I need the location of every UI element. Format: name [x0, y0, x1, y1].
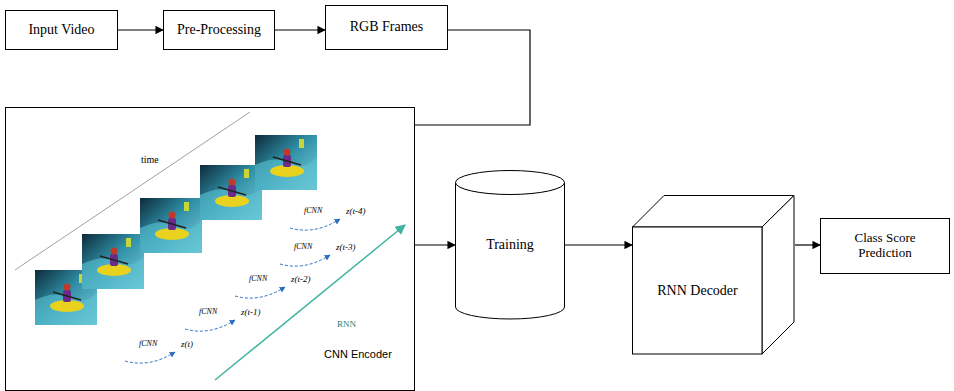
- function-label: fCNN: [293, 243, 313, 251]
- feature-label: z(t-2): [290, 275, 312, 284]
- function-label: fCNN: [303, 207, 323, 215]
- decoder-cube: RNN Decoder: [632, 195, 795, 355]
- process-box: Input Video: [5, 10, 118, 50]
- node-label: RGB Frames: [350, 19, 424, 35]
- connector-arrow: [795, 244, 820, 245]
- cube-outline: [632, 195, 795, 355]
- connector-arrow: [275, 29, 325, 30]
- feature-label: z(t-3): [335, 243, 357, 252]
- node-label: RNN Decoder: [657, 283, 737, 299]
- function-label: fCNN: [248, 275, 268, 283]
- connector-arrow: [118, 29, 163, 30]
- database-cylinder: Training: [455, 170, 565, 320]
- connector-arrow: [415, 244, 455, 245]
- output-box: Class Score Prediction: [820, 218, 950, 274]
- node-label: Class Score Prediction: [827, 231, 943, 261]
- node-label: Pre-Processing: [177, 22, 261, 38]
- process-box: RGB Frames: [325, 5, 448, 50]
- node-label: Input Video: [28, 22, 94, 38]
- feature-label: z(t-4): [345, 207, 367, 216]
- axis-label: time: [140, 155, 160, 165]
- feature-label: z(t): [180, 340, 194, 349]
- feature-label: z(t-1): [240, 308, 262, 317]
- function-label: fCNN: [198, 308, 218, 316]
- node-label: CNN Encoder: [324, 348, 392, 361]
- axis-label: RNN: [336, 320, 357, 329]
- process-box: Pre-Processing: [163, 10, 275, 50]
- node-label: Training: [486, 237, 534, 253]
- connector-arrow: [565, 244, 632, 245]
- function-label: fCNN: [138, 340, 158, 348]
